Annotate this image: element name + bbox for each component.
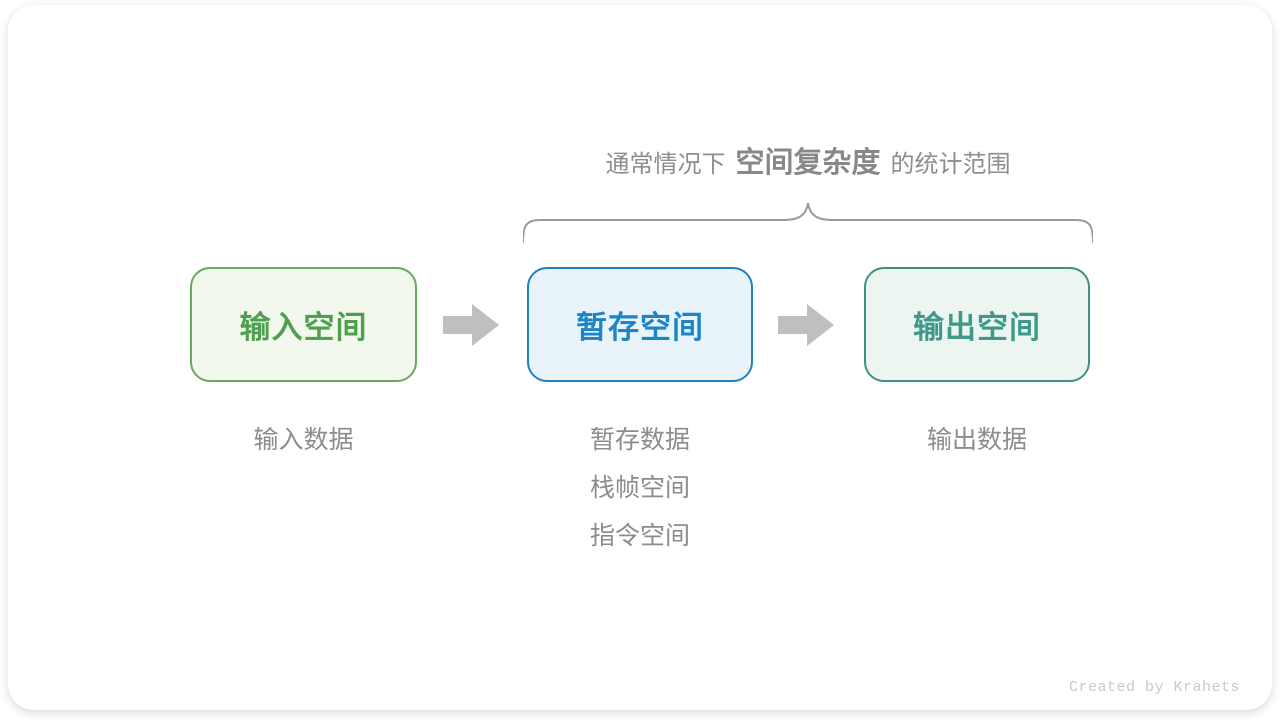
input-space-label: 输入空间 (239, 310, 368, 345)
input-space-notes: 输入数据 (190, 416, 417, 464)
right-arrow-icon (778, 304, 834, 346)
note-line: 输入数据 (253, 426, 354, 454)
scope-annotation: 通常情况下空间复杂度的统计范围 (523, 146, 1093, 182)
note-line: 输出数据 (926, 426, 1027, 454)
curly-brace-icon (523, 202, 1093, 243)
scope-annotation-suffix: 的统计范围 (890, 151, 1011, 178)
input-space-box: 输入空间 (190, 267, 417, 382)
credit-text: Created by Krahets (1068, 679, 1240, 696)
output-space-label: 输出空间 (913, 310, 1041, 345)
right-arrow-icon (443, 304, 499, 346)
temp-space-box: 暂存空间 (527, 267, 753, 382)
temp-space-label: 暂存空间 (576, 310, 704, 345)
output-space-notes: 输出数据 (864, 416, 1090, 464)
note-line: 指令空间 (589, 522, 690, 550)
note-line: 栈帧空间 (589, 474, 690, 502)
note-line: 暂存数据 (589, 426, 690, 454)
scope-annotation-highlight: 空间复杂度 (735, 147, 881, 179)
temp-space-notes: 暂存数据 栈帧空间 指令空间 (527, 416, 753, 560)
scope-annotation-prefix: 通常情况下 (605, 151, 726, 178)
output-space-box: 输出空间 (864, 267, 1090, 382)
